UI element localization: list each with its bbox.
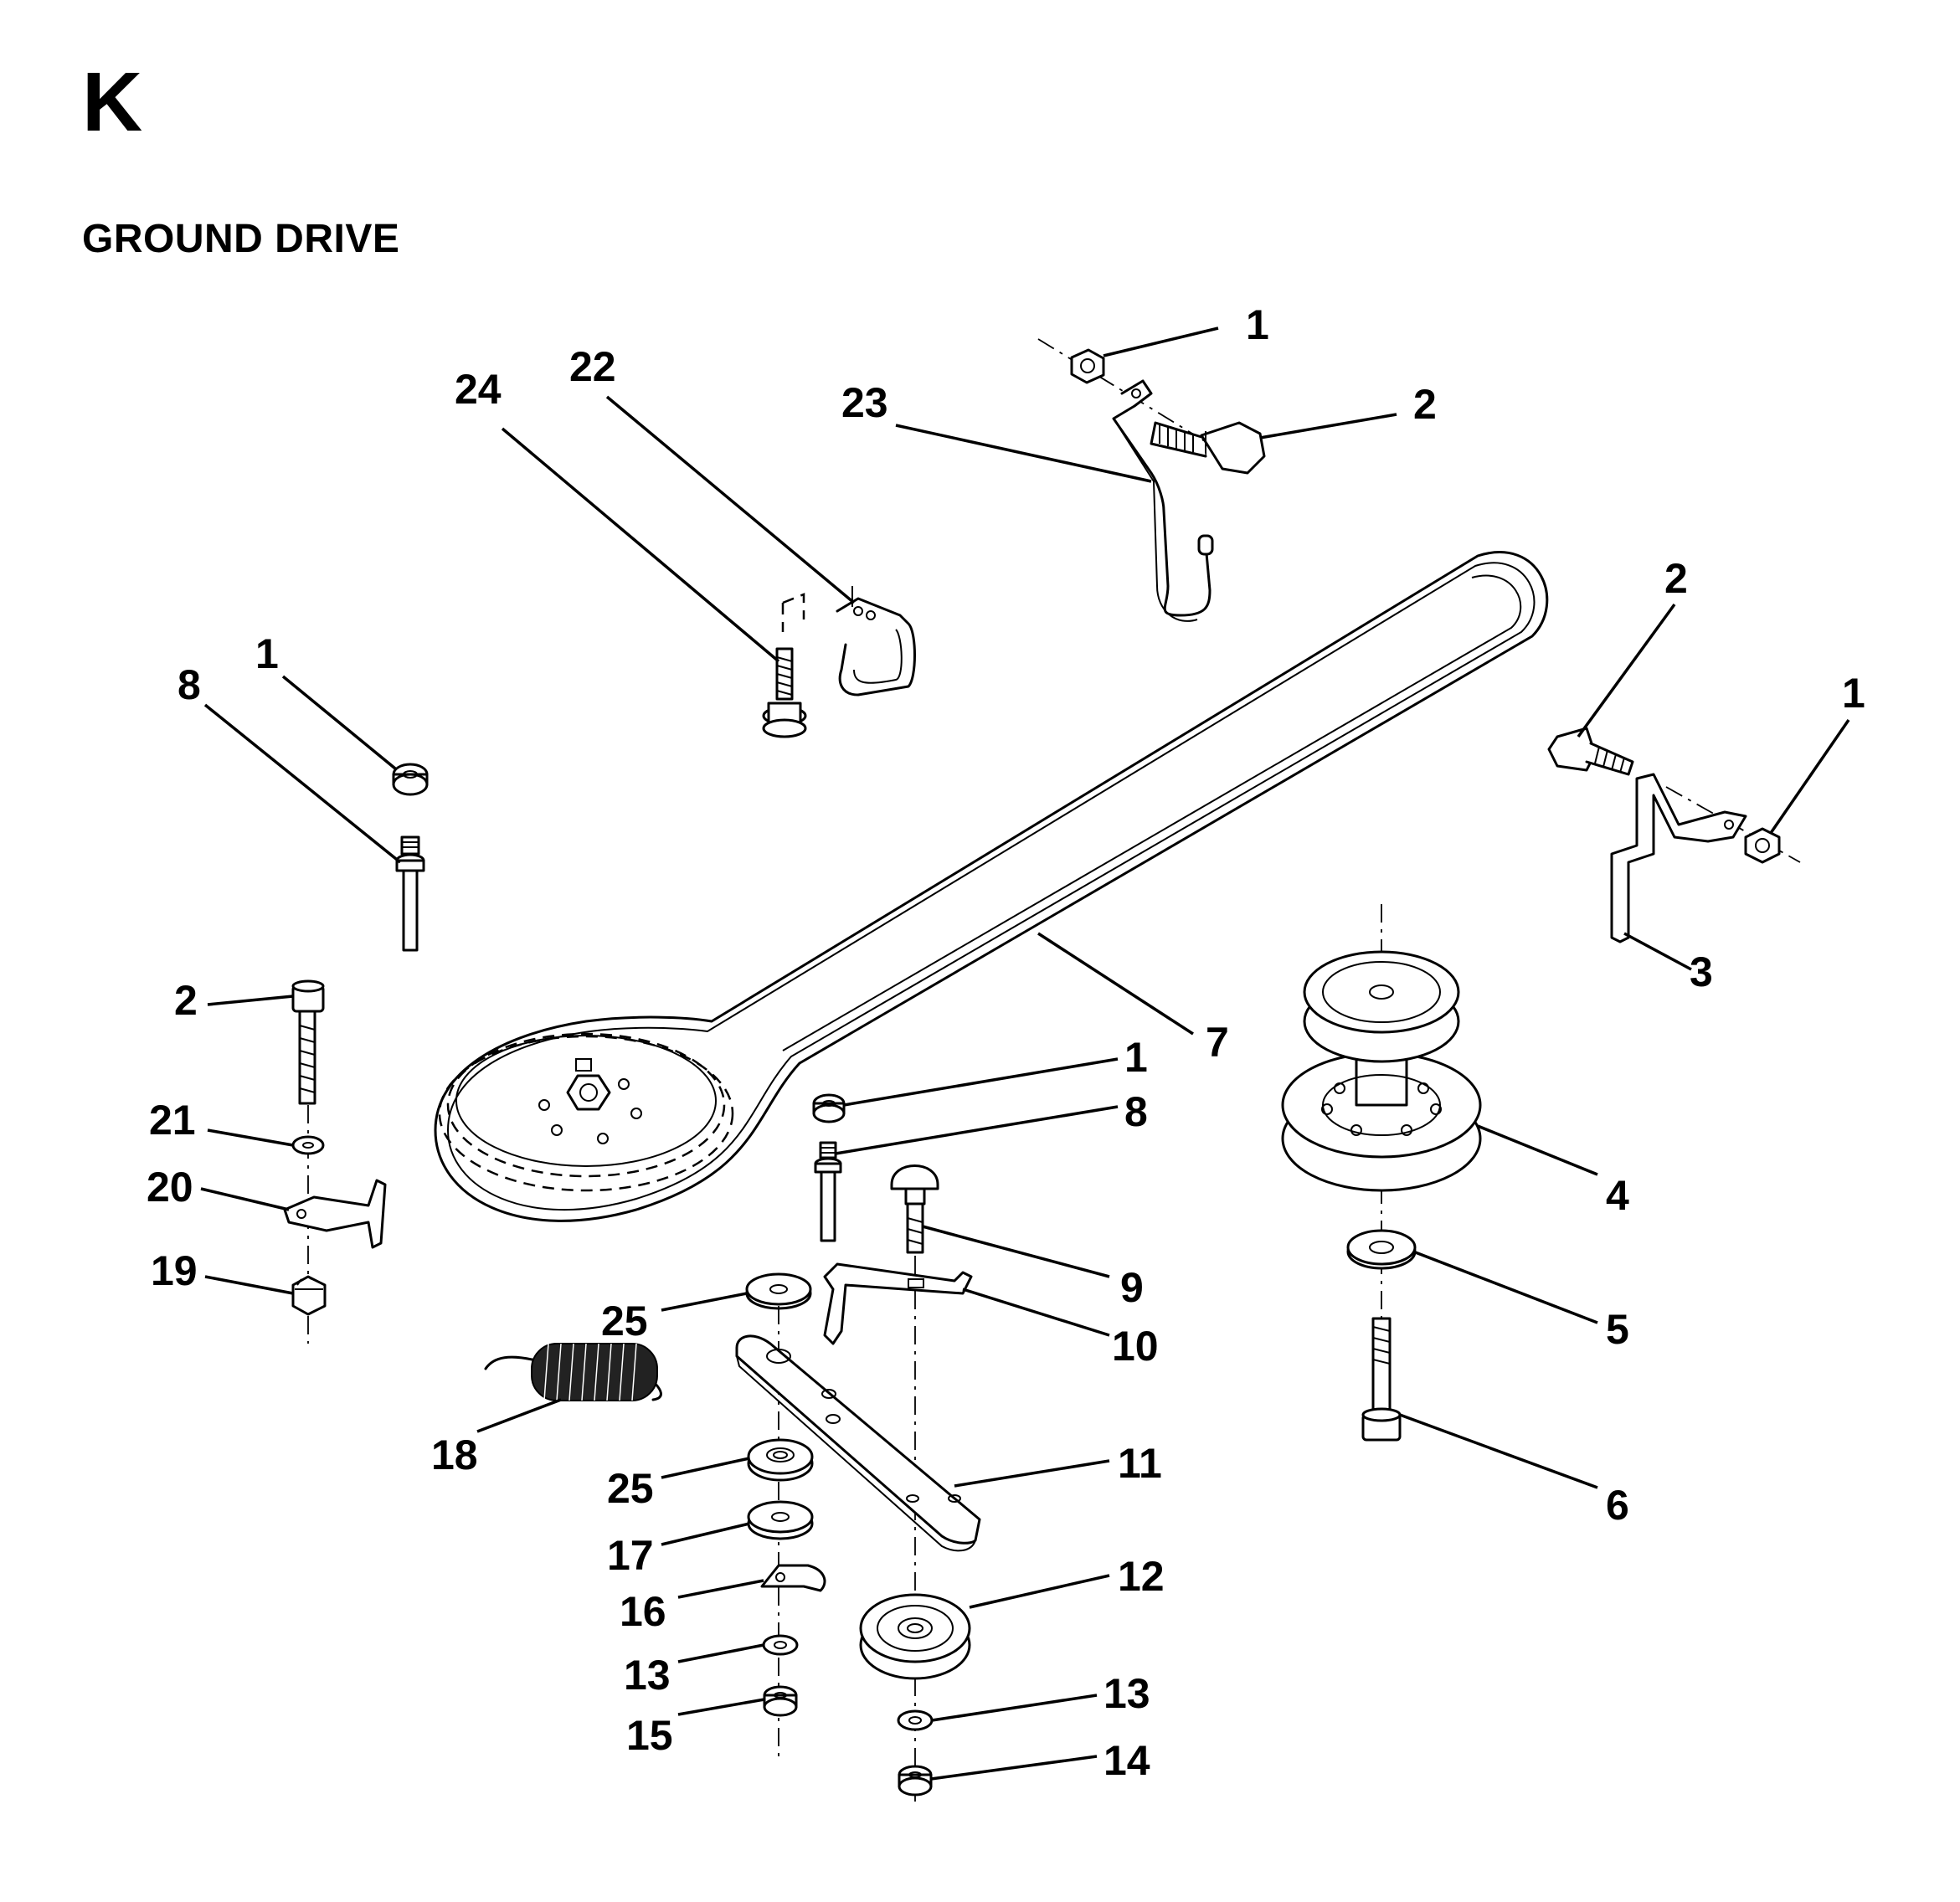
idler-arm-bracket bbox=[823, 1262, 973, 1345]
callout-16: 16 bbox=[620, 1588, 666, 1635]
flat-washer-low-right bbox=[897, 1709, 934, 1731]
hex-nut-low-left bbox=[763, 1685, 798, 1717]
callout-5: 5 bbox=[1606, 1306, 1629, 1353]
callout-25-low: 25 bbox=[607, 1465, 654, 1512]
hex-nut-low-right bbox=[898, 1765, 933, 1797]
callout-9: 9 bbox=[1120, 1264, 1144, 1311]
idler-pulley bbox=[859, 1593, 971, 1680]
callout-2-right: 2 bbox=[1664, 555, 1688, 602]
callout-8-mid: 8 bbox=[1124, 1088, 1148, 1135]
callout-2-top: 2 bbox=[1413, 381, 1437, 428]
callout-23: 23 bbox=[841, 379, 888, 426]
belt-guide-upper bbox=[1037, 338, 1223, 622]
flange-bushing-top bbox=[745, 1272, 812, 1310]
extension-spring bbox=[484, 1343, 662, 1401]
shoulder-stud-mid bbox=[814, 1141, 842, 1242]
leader-lines bbox=[200, 326, 1850, 1781]
shoulder-stud-left bbox=[395, 835, 425, 952]
hex-bolt-left bbox=[291, 979, 325, 1105]
callout-12: 12 bbox=[1118, 1553, 1165, 1600]
callout-18: 18 bbox=[431, 1432, 478, 1478]
idler-bracket-left bbox=[283, 1179, 387, 1249]
callout-24: 24 bbox=[455, 366, 502, 413]
callout-1-mid: 1 bbox=[1124, 1034, 1148, 1081]
hex-bolt-right bbox=[1547, 727, 1634, 776]
callout-14: 14 bbox=[1103, 1737, 1150, 1784]
callout-1-top: 1 bbox=[1246, 301, 1269, 348]
callout-22: 22 bbox=[569, 343, 616, 390]
callout-3: 3 bbox=[1690, 948, 1713, 995]
callout-25-top: 25 bbox=[601, 1298, 648, 1344]
engine-double-pulley bbox=[1281, 950, 1482, 1192]
drive-belt bbox=[434, 551, 1549, 1222]
callout-8-left: 8 bbox=[177, 661, 201, 708]
callout-11: 11 bbox=[1118, 1440, 1162, 1487]
hex-nut-right bbox=[1744, 827, 1781, 864]
callout-6: 6 bbox=[1606, 1482, 1629, 1529]
callout-1-right: 1 bbox=[1842, 670, 1865, 717]
hex-nut-left bbox=[392, 763, 429, 796]
callout-17: 17 bbox=[607, 1532, 654, 1579]
callout-10: 10 bbox=[1112, 1323, 1159, 1370]
hex-bolt-top bbox=[1150, 421, 1266, 475]
callout-19: 19 bbox=[151, 1247, 198, 1294]
callout-13-right: 13 bbox=[1103, 1670, 1150, 1717]
transmission-pulley-hub bbox=[538, 1058, 642, 1144]
lock-nut-left bbox=[291, 1275, 327, 1316]
callout-13-left: 13 bbox=[624, 1652, 671, 1699]
belt-keeper-clip bbox=[760, 1564, 826, 1592]
callout-7: 7 bbox=[1206, 1019, 1229, 1066]
callout-2-left: 2 bbox=[174, 977, 198, 1024]
carriage-bolt bbox=[890, 1164, 939, 1254]
flat-washer-left bbox=[291, 1135, 325, 1155]
callout-1-left: 1 bbox=[255, 630, 279, 677]
flat-washer-low-left bbox=[762, 1634, 799, 1656]
callout-20: 20 bbox=[147, 1164, 193, 1211]
section-letter: K bbox=[82, 55, 143, 149]
callout-4: 4 bbox=[1606, 1172, 1629, 1219]
section-title: GROUND DRIVE bbox=[82, 217, 400, 261]
idler-arm bbox=[735, 1334, 981, 1552]
flange-screw bbox=[762, 647, 807, 738]
spacer-washer bbox=[747, 1500, 814, 1540]
callout-21: 21 bbox=[149, 1097, 196, 1144]
callout-15: 15 bbox=[626, 1712, 673, 1759]
keyed-washer bbox=[1346, 1229, 1417, 1270]
hex-nut-top bbox=[1070, 348, 1105, 384]
belt-guide-small bbox=[781, 586, 916, 697]
flange-bushing-low bbox=[747, 1438, 814, 1482]
belt-guide-right bbox=[1610, 773, 1801, 943]
hex-nut-mid bbox=[812, 1093, 846, 1123]
hex-bolt-pulley bbox=[1361, 1317, 1402, 1442]
